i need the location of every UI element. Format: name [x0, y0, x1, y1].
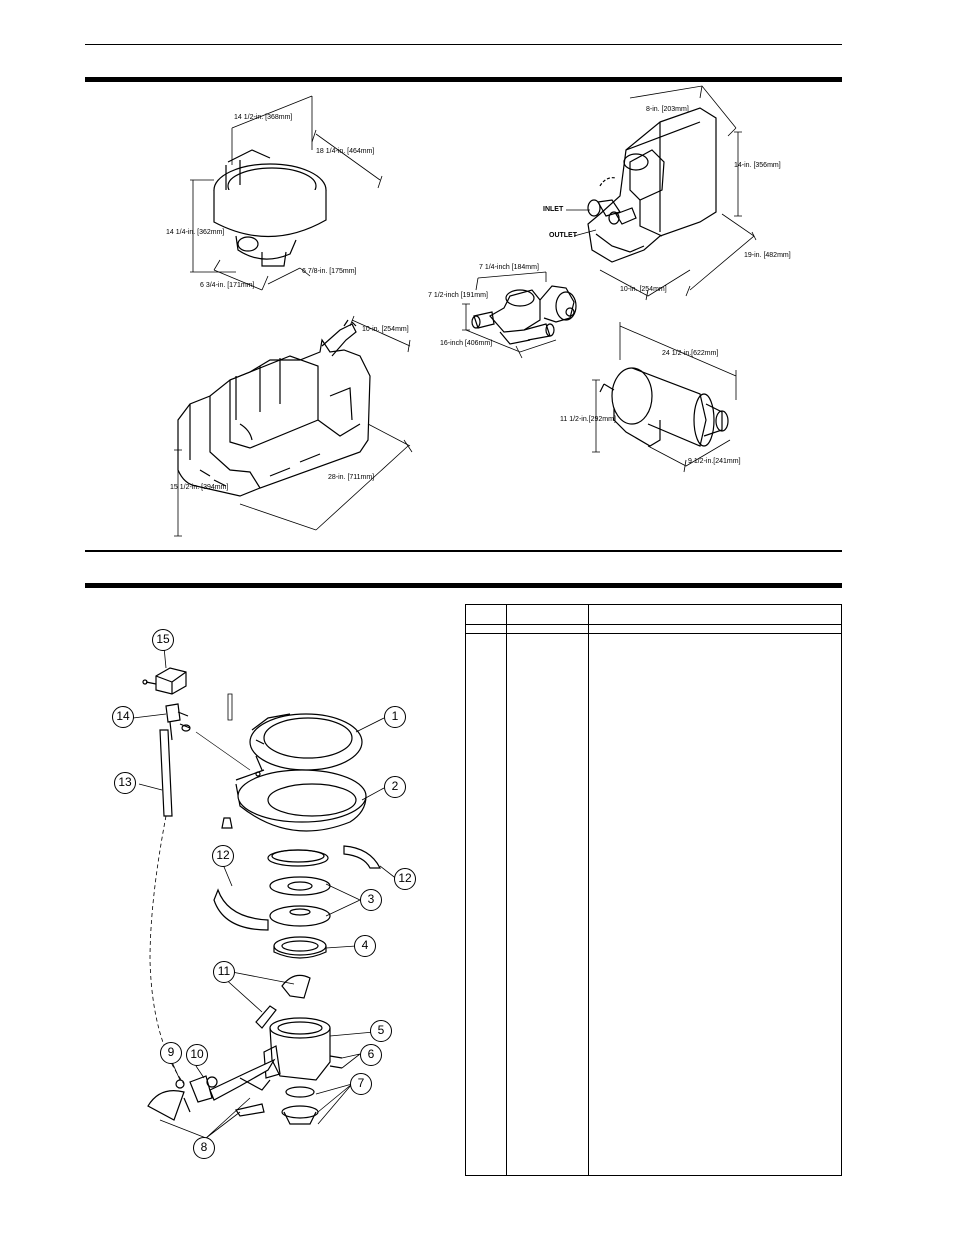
callout-12-left: 12	[212, 845, 234, 867]
vent-filter-drawing	[592, 322, 737, 473]
toilet-base-width-label: 6 7/8-in. [175mm]	[302, 268, 357, 275]
callout-9: 9	[160, 1042, 182, 1064]
macerator-height-label: 7 1/2-inch [191mm]	[428, 292, 488, 299]
toilet-drawing	[190, 95, 383, 291]
callout-1: 1	[384, 706, 406, 728]
callout-7: 7	[350, 1073, 372, 1095]
outlet-label: OUTLET	[549, 232, 577, 239]
callout-3: 3	[360, 889, 382, 911]
pump-depth-label: 10-in. [254mm]	[620, 286, 667, 293]
macerator-pump-drawing	[462, 271, 577, 359]
parts-table-header-rule	[466, 633, 841, 634]
toilet-depth-label: 18 1/4-in. [464mm]	[316, 148, 375, 155]
callout-5: 5	[370, 1020, 392, 1042]
tank-height-label: 15 1/2-in. [394mm]	[170, 484, 229, 491]
pump-length-label: 19-in. [482mm]	[744, 252, 791, 259]
section-bar-dimensions	[85, 77, 842, 82]
callout-13: 13	[114, 772, 136, 794]
inlet-label: INLET	[543, 206, 564, 213]
toilet-width-label: 14 1/2-in. [368mm]	[234, 114, 293, 121]
header-rule	[85, 44, 842, 45]
tank-width-label: 10-in. [254mm]	[362, 326, 409, 333]
holding-tank-drawing	[174, 315, 413, 537]
dimensions-bottom-rule	[85, 550, 842, 552]
tank-length-label: 28-in. [711mm]	[328, 474, 375, 481]
pump-height-label: 14-in. [356mm]	[734, 162, 781, 169]
filter-length-label: 24 1/2-in.[622mm]	[662, 350, 719, 357]
filter-height-label: 11 1/2-in.[292mm]	[560, 416, 616, 423]
callout-8: 8	[193, 1137, 215, 1159]
parts-table-col-divider-2	[588, 605, 589, 1175]
pump-width-label: 8-in. [203mm]	[646, 106, 689, 113]
parts-table-col-divider-1	[506, 605, 507, 1175]
callout-4: 4	[354, 935, 376, 957]
filter-diameter-label: 9 1/2-in.[241mm]	[688, 458, 741, 465]
callout-15: 15	[152, 629, 174, 651]
callout-10: 10	[186, 1044, 208, 1066]
section-bar-parts	[85, 583, 842, 588]
callout-12-right: 12	[394, 868, 416, 890]
toilet-base-depth-label: 6 3/4-in. [171mm]	[200, 282, 255, 289]
callout-6: 6	[360, 1044, 382, 1066]
toilet-height-label: 14 1/4-in. [362mm]	[166, 229, 225, 236]
macerator-width-label: 7 1/4-inch [184mm]	[479, 264, 539, 271]
parts-list-table	[465, 604, 842, 1176]
callout-11: 11	[213, 961, 235, 983]
pump-unit-drawing	[566, 85, 757, 301]
macerator-length-label: 16-inch [406mm]	[440, 340, 493, 347]
callout-14: 14	[112, 706, 134, 728]
callout-2: 2	[384, 776, 406, 798]
parts-table-header	[466, 605, 841, 625]
